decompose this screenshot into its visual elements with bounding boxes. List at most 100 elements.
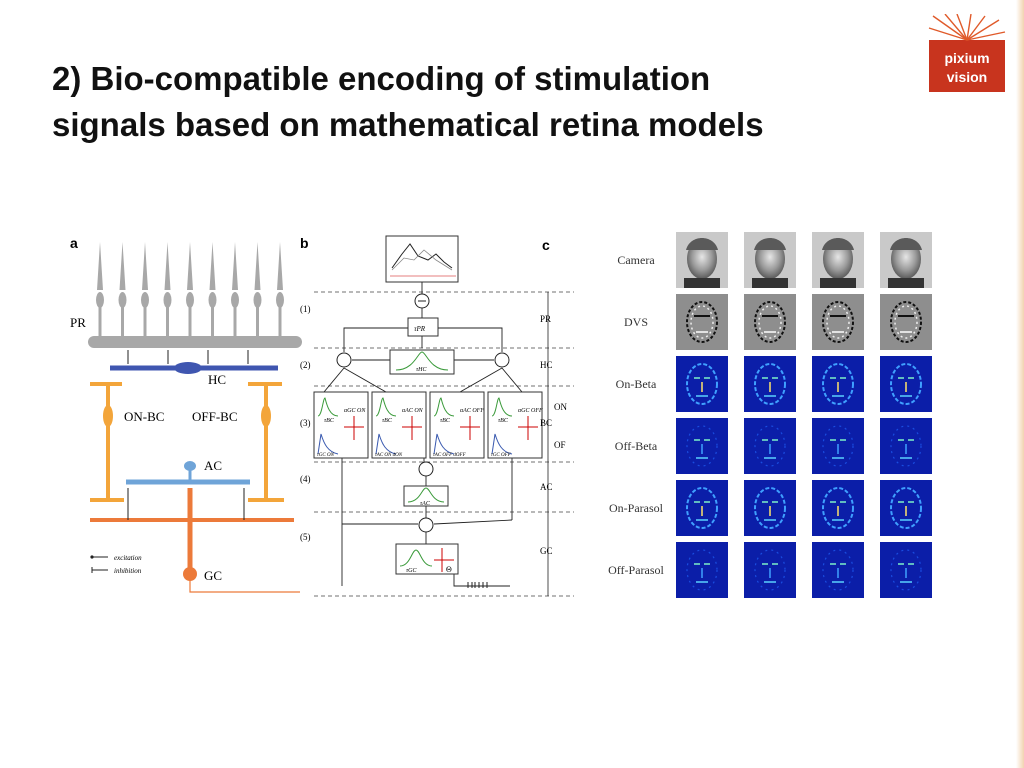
ac-block	[403, 485, 449, 507]
photoreceptor-axon	[278, 306, 282, 336]
stage-5: (5)	[300, 532, 311, 542]
bc-cell-label-top: τBC	[440, 418, 451, 424]
photoreceptor-inner-segment	[276, 292, 284, 308]
bc-cell-box: τBC αAC OFF τAC OFF dOFF	[429, 391, 485, 459]
label-gc: GC	[204, 568, 222, 583]
layer-off: OF	[554, 440, 566, 450]
face-tile	[880, 294, 932, 350]
photoreceptor-outer-segment	[277, 242, 283, 290]
label-off-bc: OFF-BC	[192, 409, 238, 424]
photoreceptor-outer-segment	[209, 242, 216, 290]
bc-cell-label-mid: αAC ON	[402, 408, 424, 414]
face-tile	[676, 480, 728, 536]
bipolar-stage-cells: τBC αGC ON τGC ON τBC αAC ON τAC ON dON τBC αAC…	[313, 391, 543, 459]
face-tile	[676, 418, 728, 474]
bc-cell-label-bottom: τAC ON dON	[375, 453, 403, 458]
slide-edge-decoration	[1016, 0, 1024, 768]
bc-cell-box: τBC αGC OFF τGC OFF	[487, 391, 543, 459]
photoreceptor-outer-segment	[119, 242, 126, 290]
photoreceptor-inner-segment	[141, 292, 149, 308]
layer-pr: PR	[540, 314, 551, 324]
face-row-label: Camera	[617, 253, 655, 267]
svg-text:τPR: τPR	[414, 325, 426, 333]
bc-cell-label-mid: αGC OFF	[518, 408, 543, 414]
photoreceptor-outer-segment	[187, 242, 193, 290]
face-tile	[744, 294, 796, 350]
face-row-label: On-Beta	[616, 377, 657, 391]
face-tile	[880, 542, 932, 598]
face-tile	[744, 480, 796, 536]
logo-line-1: pixium	[944, 50, 989, 66]
title-line-2: signals based on mathematical retina mod…	[52, 106, 764, 143]
photoreceptor-outer-segment	[164, 242, 171, 290]
bc-cell-label-bottom: τAC OFF dOFF	[433, 453, 467, 458]
photoreceptor-axon	[188, 306, 192, 336]
face-row-label: DVS	[624, 315, 648, 329]
face-tile	[880, 232, 932, 288]
face-tile	[676, 542, 728, 598]
title-line-1: 2) Bio-compatible encoding of stimulatio…	[52, 60, 711, 97]
gc-block	[395, 543, 459, 575]
face-tile	[744, 356, 796, 412]
face-tile	[676, 356, 728, 412]
face-tile	[676, 294, 728, 350]
legend-inhibition: inhibition	[114, 567, 142, 575]
layer-hc: HC	[540, 360, 553, 370]
bc-cell-label-top: τBC	[382, 418, 393, 424]
face-tile	[880, 480, 932, 536]
slide-title: 2) Bio-compatible encoding of stimulatio…	[52, 56, 912, 148]
photoreceptor-axon	[233, 306, 237, 336]
bc-cell-label-mid: αGC ON	[344, 408, 366, 414]
face-tile	[880, 418, 932, 474]
stage-3: (3)	[300, 418, 311, 428]
label-hc: HC	[208, 372, 226, 387]
photoreceptor-axon	[98, 306, 102, 336]
retina-circuit-diagram: a PR HC ON-BC OFF-BC AC GC excitation in…	[70, 235, 302, 593]
bc-cell-label-top: τBC	[324, 418, 335, 424]
bc-cell-label-bottom: τGC ON	[317, 453, 335, 458]
legend-excitation: excitation	[114, 554, 142, 562]
photoreceptor-outer-segment	[142, 242, 148, 290]
photoreceptor-outer-segment	[232, 242, 238, 290]
stage-4: (4)	[300, 474, 311, 484]
stage-2: (2)	[300, 360, 311, 370]
bc-cell-label-bottom: τGC OFF	[491, 453, 512, 458]
bc-cell-label-top: τBC	[498, 418, 509, 424]
face-row-label: Off-Parasol	[608, 563, 664, 577]
layer-on: ON	[554, 402, 567, 412]
photoreceptor-inner-segment	[186, 292, 194, 308]
face-tile	[744, 418, 796, 474]
photoreceptors	[96, 242, 284, 336]
photoreceptor-axon	[211, 306, 214, 336]
label-ac: AC	[204, 458, 222, 473]
panel-b-letter: b	[300, 235, 309, 251]
face-tile	[812, 480, 864, 536]
bc-cell-box: τBC αGC ON τGC ON	[313, 391, 369, 459]
face-tile	[880, 356, 932, 412]
bc-cell-label-mid: αAC OFF	[460, 408, 484, 414]
ganglion-cell-body	[183, 567, 197, 581]
face-tile	[812, 356, 864, 412]
label-pr: PR	[70, 315, 86, 330]
panel-c-letter: c	[542, 237, 550, 253]
svg-text:Θ: Θ	[446, 565, 452, 574]
face-tile	[812, 542, 864, 598]
bipolar-cells	[90, 382, 284, 502]
layer-bc: BC	[540, 418, 552, 428]
photoreceptor-inner-segment	[118, 292, 127, 308]
photoreceptor-axon	[143, 306, 147, 336]
photoreceptor-base	[88, 336, 302, 348]
photoreceptor-axon	[121, 306, 124, 336]
photoreceptor-inner-segment	[96, 292, 104, 308]
photoreceptor-inner-segment	[231, 292, 239, 308]
retina-model-block-diagram: b (1) (2) (3) (4) (5) τPR	[300, 235, 574, 597]
pr-block	[407, 317, 439, 337]
face-row-label: On-Parasol	[609, 501, 664, 515]
layer-ac: AC	[540, 482, 553, 492]
photoreceptor-inner-segment	[163, 292, 172, 308]
label-on-bc: ON-BC	[124, 409, 164, 424]
face-tile	[812, 418, 864, 474]
photoreceptor-inner-segment	[253, 292, 262, 308]
svg-text:τAC: τAC	[420, 501, 431, 507]
